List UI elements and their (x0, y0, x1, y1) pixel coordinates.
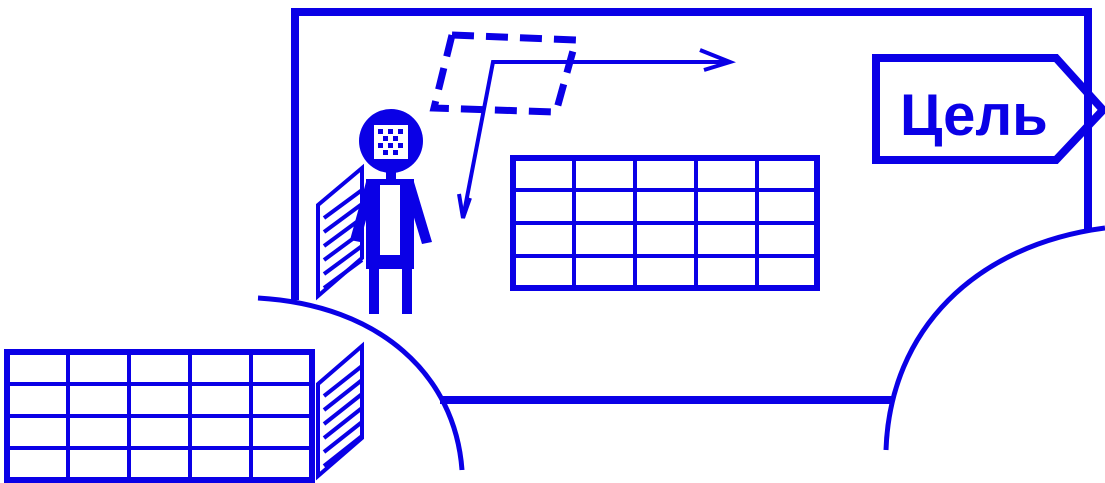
goal-sign-icon: Цель (876, 58, 1103, 160)
bottom-grid-table (7, 352, 312, 480)
board-grid-table (513, 158, 817, 288)
goal-label: Цель (900, 83, 1048, 148)
person-icon (350, 109, 432, 314)
right-cloud-icon (886, 228, 1105, 450)
path-arrow-icon (459, 50, 730, 218)
bottom-document-stack-icon (318, 346, 362, 476)
dashed-parallelogram (434, 35, 576, 112)
